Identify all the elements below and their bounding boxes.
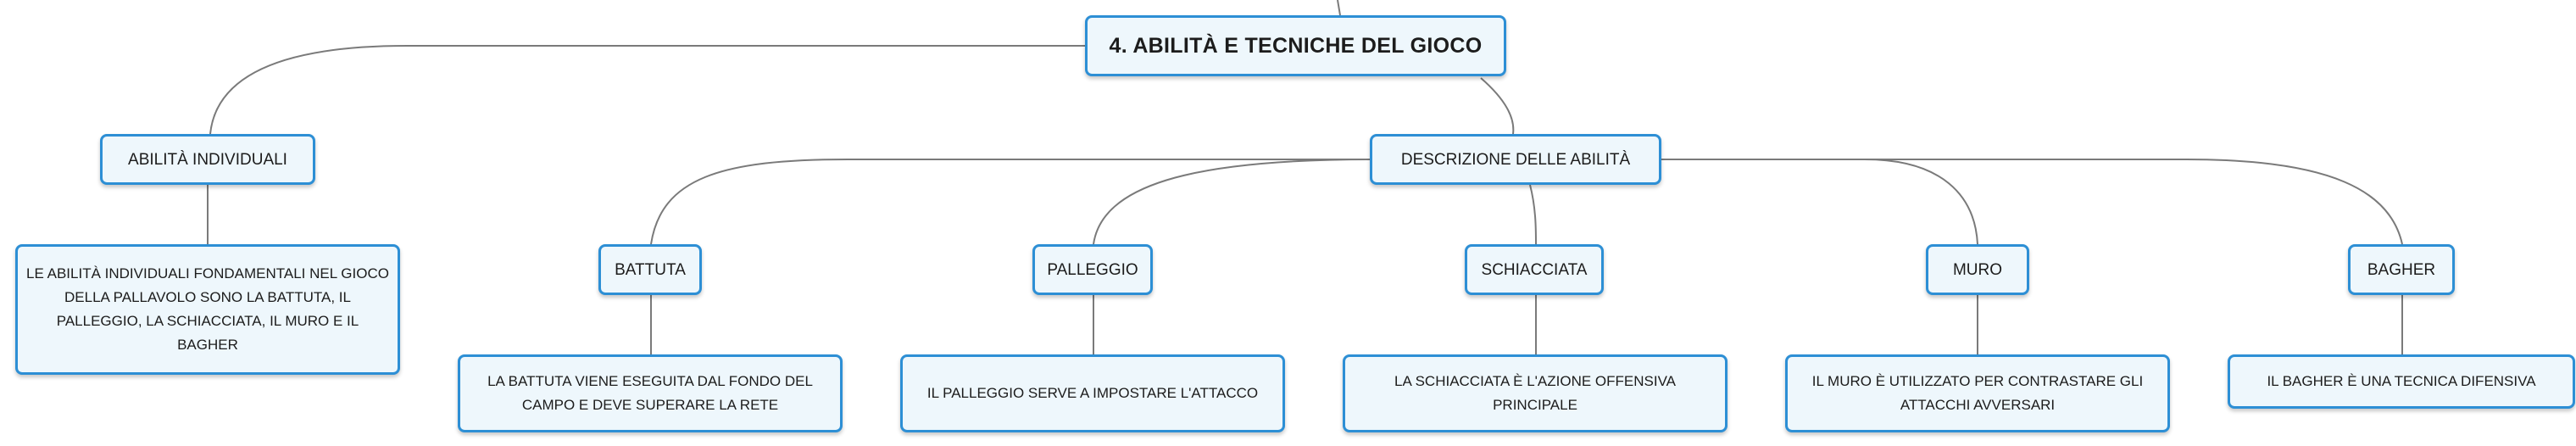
connector-description-schiacciata — [1529, 184, 1537, 245]
note-palleggio-text: IL PALLEGGIO SERVE A IMPOSTARE L'ATTACCO — [926, 385, 1259, 401]
connector-parent-stub — [1337, 0, 1341, 16]
subtopic-muro[interactable]: MURO — [1926, 244, 2029, 295]
subtopic-bagher-label: BAGHER — [2367, 260, 2436, 279]
subtopic-schiacciata-label: SCHIACCIATA — [1481, 260, 1588, 279]
connector-central-description — [1480, 77, 1515, 135]
connector-description-palleggio — [1093, 159, 1372, 245]
topic-individual-skills[interactable]: ABILITÀ INDIVIDUALI — [100, 134, 315, 185]
topic-skills-description[interactable]: DESCRIZIONE DELLE ABILITÀ — [1370, 134, 1661, 185]
note-muro[interactable]: IL MURO È UTILIZZATO PER CONTRASTARE GLI… — [1785, 354, 2170, 432]
note-individual-skills[interactable]: LE ABILITÀ INDIVIDUALI FONDAMENTALI NEL … — [15, 244, 400, 375]
connector-description-battuta — [650, 159, 1371, 245]
subtopic-palleggio[interactable]: PALLEGGIO — [1032, 244, 1153, 295]
subtopic-bagher[interactable]: BAGHER — [2348, 244, 2455, 295]
topic-individual-skills-label: ABILITÀ INDIVIDUALI — [128, 150, 287, 169]
note-schiacciata[interactable]: LA SCHIACCIATA È L'AZIONE OFFENSIVA PRIN… — [1343, 354, 1728, 432]
note-bagher-text: IL BAGHER È UNA TECNICA DIFENSIVA — [2267, 373, 2536, 389]
note-schiacciata-text: LA SCHIACCIATA È L'AZIONE OFFENSIVA PRIN… — [1394, 373, 1676, 413]
note-individual-skills-text: LE ABILITÀ INDIVIDUALI FONDAMENTALI NEL … — [26, 265, 389, 353]
subtopic-muro-label: MURO — [1952, 260, 2003, 279]
connector-central-individual — [209, 45, 1085, 135]
note-muro-text: IL MURO È UTILIZZATO PER CONTRASTARE GLI… — [1811, 373, 2144, 413]
subtopic-schiacciata[interactable]: SCHIACCIATA — [1465, 244, 1604, 295]
note-battuta[interactable]: LA BATTUTA VIENE ESEGUITA DAL FONDO DEL … — [458, 354, 843, 432]
connector-description-muro — [1661, 159, 1978, 245]
subtopic-battuta[interactable]: BATTUTA — [598, 244, 702, 295]
note-bagher[interactable]: IL BAGHER È UNA TECNICA DIFENSIVA — [2228, 354, 2575, 409]
central-topic-label: 4. ABILITÀ E TECNICHE DEL GIOCO — [1109, 33, 1483, 58]
note-battuta-text: LA BATTUTA VIENE ESEGUITA DAL FONDO DEL … — [487, 373, 813, 413]
note-palleggio[interactable]: IL PALLEGGIO SERVE A IMPOSTARE L'ATTACCO — [900, 354, 1285, 432]
central-topic[interactable]: 4. ABILITÀ E TECNICHE DEL GIOCO — [1085, 15, 1506, 76]
subtopic-battuta-label: BATTUTA — [615, 260, 686, 279]
connector-description-bagher — [1661, 159, 2403, 245]
subtopic-palleggio-label: PALLEGGIO — [1047, 260, 1138, 279]
topic-skills-description-label: DESCRIZIONE DELLE ABILITÀ — [1400, 150, 1631, 169]
